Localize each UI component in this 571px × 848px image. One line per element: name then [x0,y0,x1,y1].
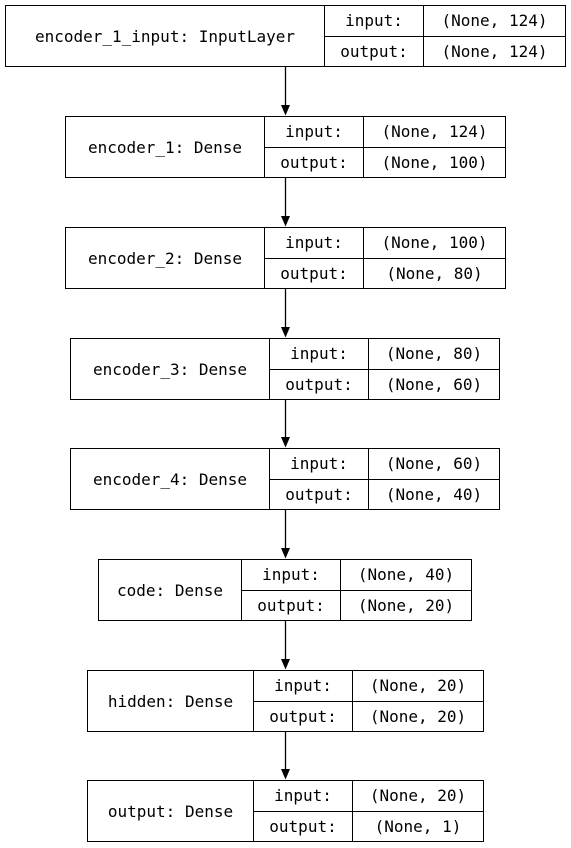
arrowhead-icon [281,216,290,227]
output-label: output: [270,479,369,509]
layer-ports: input: (None, 100) output: (None, 80) [265,228,505,288]
output-row: output: (None, 1) [254,810,483,841]
output-label: output: [265,258,364,288]
input-shape: (None, 100) [381,233,488,253]
output-row: output: (None, 60) [270,368,499,399]
layer-ports: input: (None, 124) output: (None, 100) [265,117,505,177]
output-row: output: (None, 124) [325,35,565,66]
input-label: input: [325,6,424,36]
output-shape: (None, 1) [374,816,462,836]
input-label: input: [254,671,353,701]
layer-ports: input: (None, 40) output: (None, 20) [242,560,471,620]
output-shape: (None, 60) [385,374,483,394]
arrowhead-icon [281,437,290,448]
layer-ports: input: (None, 124) output: (None, 124) [325,6,565,66]
input-row: input: (None, 20) [254,671,483,701]
output-shape: (None, 100) [381,152,488,172]
output-label: output: [254,811,353,841]
output-shape: (None, 20) [357,595,455,615]
layer-name: encoder_1: Dense [66,117,265,177]
input-shape: (None, 20) [369,676,467,696]
layer-name: encoder_4: Dense [71,449,270,509]
layer-ports: input: (None, 20) output: (None, 20) [254,671,483,731]
output-shape: (None, 124) [441,41,548,61]
input-label: input: [265,228,364,258]
input-shape: (None, 40) [357,565,455,585]
output-shape: (None, 20) [369,706,467,726]
input-label: input: [270,339,369,369]
input-shape: (None, 60) [385,454,483,474]
layer-ports: input: (None, 60) output: (None, 40) [270,449,499,509]
output-label: output: [265,147,364,177]
output-row: output: (None, 100) [265,146,505,177]
layer-ports: input: (None, 80) output: (None, 60) [270,339,499,399]
layer-ports: input: (None, 20) output: (None, 1) [254,781,483,841]
input-label: input: [254,781,353,811]
layer-name: code: Dense [99,560,242,620]
arrowhead-icon [281,659,290,670]
output-shape: (None, 40) [385,484,483,504]
output-label: output: [254,701,353,731]
layer-name: encoder_3: Dense [71,339,270,399]
output-shape: (None, 80) [386,263,483,283]
arrowhead-icon [281,105,290,116]
output-row: output: (None, 20) [254,700,483,731]
input-row: input: (None, 100) [265,228,505,258]
output-row: output: (None, 80) [265,257,505,288]
input-row: input: (None, 124) [265,117,505,147]
input-shape: (None, 20) [369,786,467,806]
output-row: output: (None, 40) [270,478,499,509]
input-label: input: [242,560,341,590]
input-shape: (None, 124) [381,122,488,142]
input-shape: (None, 124) [441,11,548,31]
input-row: input: (None, 20) [254,781,483,811]
layer-name: output: Dense [88,781,254,841]
layer-name: hidden: Dense [88,671,254,731]
arrowhead-icon [281,548,290,559]
input-row: input: (None, 60) [270,449,499,479]
layer-name: encoder_1_input: InputLayer [6,6,325,66]
input-shape: (None, 80) [385,344,483,364]
input-row: input: (None, 80) [270,339,499,369]
output-label: output: [270,369,369,399]
output-label: output: [325,36,424,66]
arrowhead-icon [281,769,290,780]
input-row: input: (None, 40) [242,560,471,590]
output-row: output: (None, 20) [242,589,471,620]
layer-name: encoder_2: Dense [66,228,265,288]
arrowhead-icon [281,327,290,338]
input-label: input: [270,449,369,479]
output-label: output: [242,590,341,620]
input-label: input: [265,117,364,147]
input-row: input: (None, 124) [325,6,565,36]
